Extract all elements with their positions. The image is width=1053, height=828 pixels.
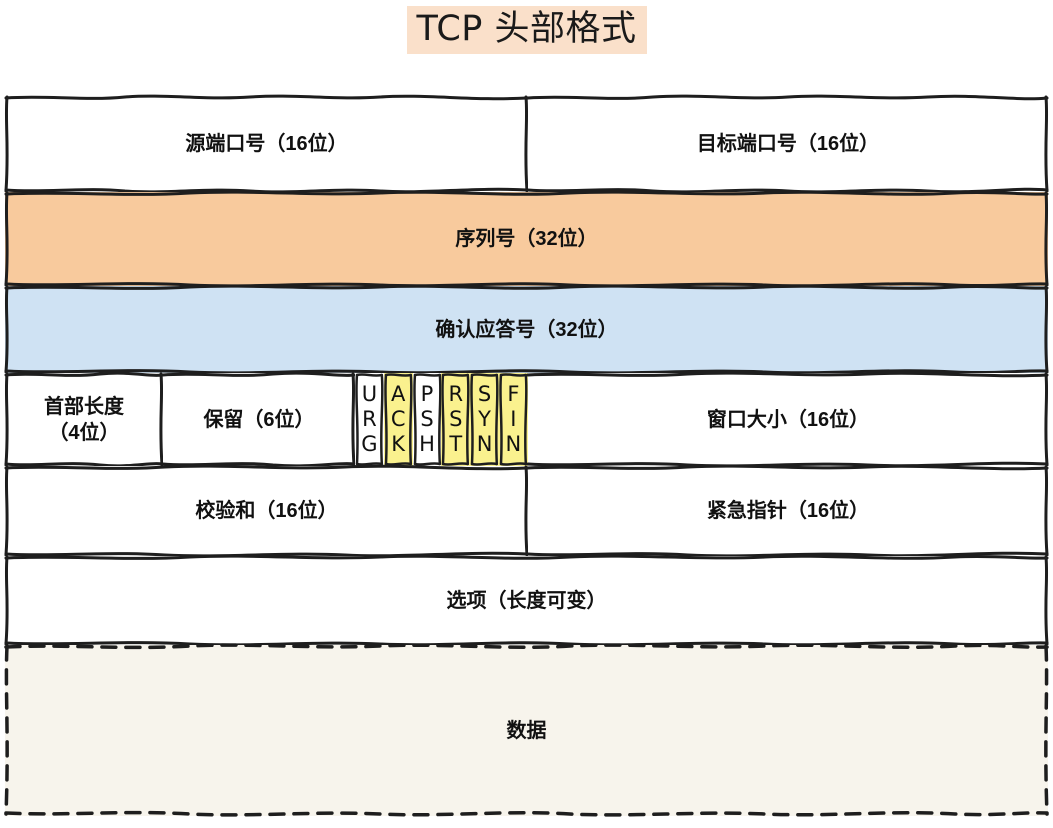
flag-psh-letter-3: H <box>419 432 435 456</box>
field-header-length-line1: 首部长度 <box>44 395 124 418</box>
field-header-length: 首部长度 （4位） <box>4 371 164 468</box>
flag-rst: R S T <box>441 373 471 466</box>
field-sequence-number: 序列号（32位） <box>4 190 1049 288</box>
field-urgent-pointer-label: 紧急指针（16位） <box>706 500 870 522</box>
flag-syn-letter-3: N <box>476 432 493 456</box>
flag-urg-letter-3: G <box>361 432 378 456</box>
field-flags: U R G A C K <box>355 373 528 466</box>
field-checksum-label: 校验和（16位） <box>195 500 338 522</box>
field-urgent-pointer: 紧急指针（16位） <box>526 464 1049 558</box>
field-ack-number: 确认应答号（32位） <box>4 284 1049 375</box>
row-ports: 源端口号（16位） 目标端口号（16位） <box>4 94 1049 194</box>
field-destination-port-label: 目标端口号（16位） <box>696 133 880 155</box>
field-options: 选项（长度可变） <box>4 554 1049 647</box>
flag-fin-letter-1: F <box>507 382 520 406</box>
flag-ack-letter-1: A <box>391 382 406 406</box>
row-ack-number: 确认应答号（32位） <box>4 284 1049 375</box>
flag-syn: S Y N <box>470 373 499 466</box>
flag-rst-letter-1: R <box>448 382 464 406</box>
flag-ack-letter-3: K <box>391 432 406 456</box>
row-sequence-number: 序列号（32位） <box>4 190 1049 288</box>
flag-psh-letter-1: P <box>420 382 434 406</box>
field-sequence-number-label: 序列号（32位） <box>455 228 598 250</box>
row-options: 选项（长度可变） <box>4 554 1049 647</box>
tcp-header-diagram: 源端口号（16位） 目标端口号（16位） 序列号（32位） <box>4 94 1049 817</box>
field-reserved: 保留（6位） <box>161 371 356 468</box>
flag-ack: A C K <box>383 373 413 466</box>
field-data: 数据 <box>4 643 1049 817</box>
flag-syn-letter-2: Y <box>478 407 491 431</box>
field-reserved-label: 保留（6位） <box>203 408 315 431</box>
field-source-port-label: 源端口号（16位） <box>185 133 348 155</box>
flag-fin: F I N <box>498 373 528 466</box>
field-options-label: 选项（长度可变） <box>446 589 607 612</box>
field-header-length-line2: （4位） <box>48 421 120 444</box>
flag-urg-letter-2: R <box>362 407 377 431</box>
flag-rst-letter-2: S <box>449 407 463 431</box>
field-data-label: 数据 <box>506 719 547 742</box>
flag-psh-letter-2: S <box>420 407 434 431</box>
field-header-length-label: 首部长度 （4位） <box>44 394 124 446</box>
field-window-size: 窗口大小（16位） <box>526 371 1049 468</box>
flag-urg-letter-1: U <box>361 382 378 406</box>
field-ack-number-label: 确认应答号（32位） <box>435 318 618 341</box>
flag-psh: P S H <box>412 373 442 466</box>
flag-ack-letter-2: C <box>390 407 406 431</box>
page-title-container: TCP 头部格式 <box>0 6 1053 54</box>
row-control: 首部长度 （4位） 保留（6位） U R G <box>4 371 1049 468</box>
page-title: TCP 头部格式 <box>406 6 647 54</box>
flag-urg: U R G <box>355 373 384 466</box>
field-window-size-label: 窗口大小（16位） <box>706 408 870 431</box>
flag-fin-letter-2: I <box>510 407 517 431</box>
flag-fin-letter-3: N <box>505 432 522 456</box>
flag-syn-letter-1: S <box>477 382 492 406</box>
row-checksum: 校验和（16位） 紧急指针（16位） <box>4 464 1049 558</box>
field-destination-port: 目标端口号（16位） <box>526 94 1049 194</box>
field-source-port: 源端口号（16位） <box>4 94 529 194</box>
flag-rst-letter-3: T <box>449 432 463 456</box>
field-checksum: 校验和（16位） <box>4 464 529 558</box>
